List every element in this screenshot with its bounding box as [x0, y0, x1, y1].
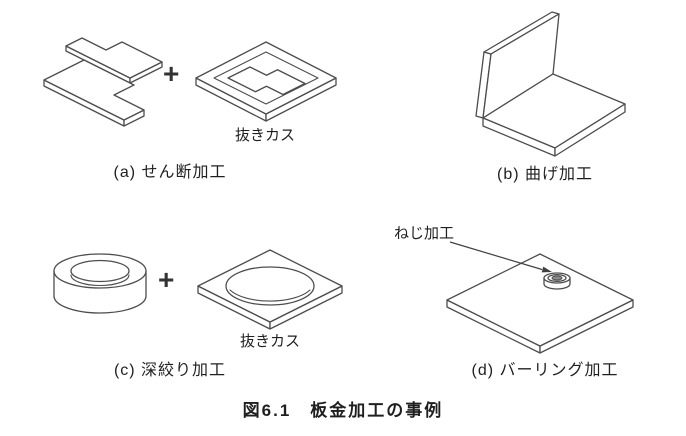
punched-sheet-round-drawing — [197, 249, 343, 330]
caption-b: (b) 曲げ加工 — [496, 166, 593, 183]
caption-d: (d) バーリング加工 — [471, 362, 619, 379]
drawn-cup-drawing — [53, 253, 147, 314]
caption-a: (a) せん断加工 — [113, 164, 227, 181]
caption-c: (c) 深絞り加工 — [113, 362, 227, 379]
plus-sign: + — [163, 58, 180, 89]
burred-sheet-drawing — [446, 253, 634, 354]
plus-sign: + — [158, 264, 175, 295]
sheared-pieces-drawing — [43, 37, 163, 127]
bent-angle-drawing — [475, 11, 626, 157]
scrap-label-c: 抜きカス — [239, 333, 300, 350]
annotation-arrow-icon — [449, 241, 552, 273]
annotation-label-d: ねじ加工 — [394, 225, 455, 242]
punched-sheet-drawing — [195, 41, 337, 122]
figure-caption: 図6.1 板金加工の事例 — [242, 401, 444, 420]
scrap-label-a: 抜きカス — [234, 127, 295, 144]
